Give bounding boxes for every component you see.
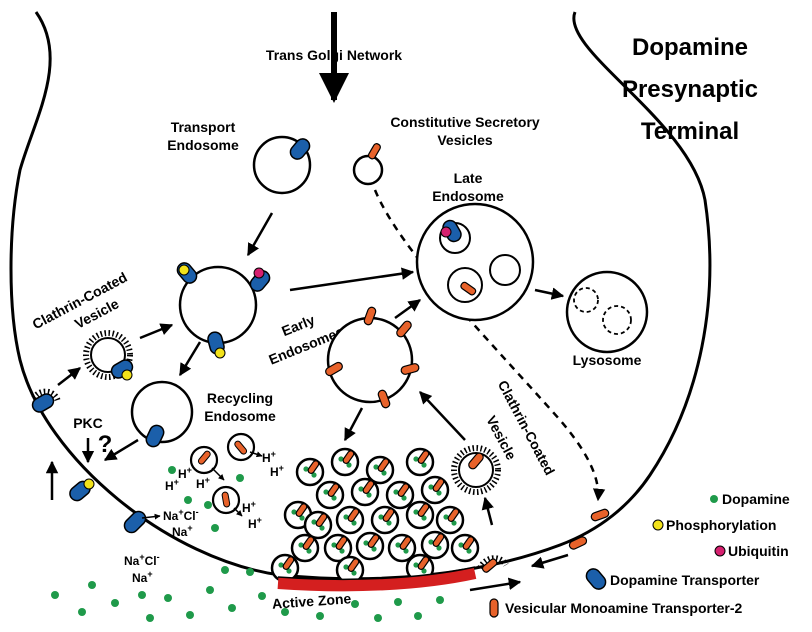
early-to-late-arrow bbox=[289, 267, 415, 292]
recycling-label-1: Recycling bbox=[207, 390, 273, 406]
early-endosome-2 bbox=[325, 306, 420, 409]
legend: Dopamine Phosphorylation Ubiquitin Dopam… bbox=[489, 491, 790, 618]
svg-text:Na+Cl-: Na+Cl- bbox=[163, 507, 199, 523]
membrane-pit-right bbox=[477, 555, 509, 573]
early-to-recycling-arrow bbox=[178, 341, 202, 377]
title-line-3: Terminal bbox=[641, 118, 739, 145]
transport-to-early-arrow bbox=[246, 212, 274, 257]
early2-to-late-arrow bbox=[394, 298, 422, 320]
legend-dat: Dopamine Transporter bbox=[585, 568, 760, 590]
transport-endosome bbox=[252, 135, 312, 195]
svg-text:H+: H+ bbox=[242, 499, 256, 515]
pkc-question-mark: ? bbox=[98, 431, 113, 458]
svg-text:H+: H+ bbox=[178, 465, 192, 481]
constitutive-vesicle bbox=[352, 143, 384, 186]
membrane-vmat-2 bbox=[590, 508, 610, 522]
transport-endosome-label-2: Endosome bbox=[167, 137, 239, 153]
recycling-label-2: Endosome bbox=[204, 408, 276, 424]
early2-to-pool-arrow bbox=[343, 407, 364, 442]
proton-ions: H+ H+ H+ H+ H+ H+ H+ bbox=[165, 449, 284, 531]
membrane-vmat-1 bbox=[568, 536, 588, 550]
late-endosome-label-1: Late bbox=[454, 170, 483, 186]
recycling-endosome bbox=[130, 380, 194, 448]
recycling-to-membrane-arrow bbox=[103, 438, 139, 462]
svg-text:H+: H+ bbox=[196, 475, 210, 491]
constitutive-label-1: Constitutive Secretory bbox=[390, 114, 540, 130]
svg-text:Na+Cl-: Na+Cl- bbox=[124, 552, 160, 568]
legend-dopamine: Dopamine bbox=[710, 491, 790, 507]
extracellular-dopamine bbox=[51, 566, 444, 622]
svg-text:Na+: Na+ bbox=[132, 569, 153, 585]
membrane-pit-left bbox=[31, 388, 61, 413]
legend-phosphorylation: Phosphorylation bbox=[652, 517, 776, 533]
intracellular-dopamine bbox=[168, 466, 244, 532]
membrane-to-ccv-arrow bbox=[57, 367, 81, 386]
late-to-lysosome-arrow bbox=[534, 287, 565, 300]
svg-text:Vesicular Monoamine Transporte: Vesicular Monoamine Transporter-2 bbox=[505, 600, 743, 616]
title-line-1: Dopamine bbox=[632, 34, 748, 61]
active-zone-label: Active Zone bbox=[272, 590, 352, 612]
late-endosome bbox=[415, 202, 535, 322]
tgn-label: Trans Golgi Network bbox=[266, 47, 402, 63]
ccv-right bbox=[451, 445, 501, 495]
membrane-dat-phospho bbox=[69, 478, 95, 502]
constitutive-label-2: Vesicles bbox=[437, 132, 492, 148]
svg-text:H+: H+ bbox=[248, 515, 262, 531]
legend-ubiquitin: Ubiquitin bbox=[714, 543, 789, 559]
ccv-left-to-early-arrow bbox=[139, 323, 174, 340]
ccv-left bbox=[83, 330, 134, 381]
svg-text:H+: H+ bbox=[165, 477, 179, 493]
ccv-right-to-early2-arrow bbox=[419, 391, 466, 441]
lysosome bbox=[565, 270, 649, 354]
pkc-label: PKC bbox=[73, 415, 103, 431]
late-endosome-label-2: Endosome bbox=[432, 188, 504, 204]
lysosome-label: Lysosome bbox=[573, 352, 642, 368]
svg-text:H+: H+ bbox=[262, 449, 276, 465]
early-endosome-1 bbox=[176, 262, 271, 359]
svg-text:Dopamine Transporter: Dopamine Transporter bbox=[610, 572, 760, 588]
svg-text:H+: H+ bbox=[270, 463, 284, 479]
svg-text:Phosphorylation: Phosphorylation bbox=[666, 517, 776, 533]
synaptic-vesicle-pool bbox=[270, 447, 480, 585]
title-line-2: Presynaptic bbox=[622, 76, 758, 103]
transport-endosome-label-1: Transport bbox=[171, 119, 236, 135]
sodium-chloride-ions: Na+Cl- Na+ Na+Cl- Na+ bbox=[124, 507, 199, 585]
legend-vmat2: Vesicular Monoamine Transporter-2 bbox=[489, 598, 743, 618]
membrane-to-ccv-right-arrow bbox=[481, 496, 494, 526]
active-zone-arrow bbox=[469, 577, 522, 592]
membrane-endocytosis-arrow bbox=[530, 553, 569, 569]
svg-text:Na+: Na+ bbox=[172, 523, 193, 539]
membrane-dat-transporting bbox=[123, 510, 147, 534]
constitutive-dashed-path bbox=[373, 189, 606, 502]
active-zone-bar bbox=[277, 567, 477, 592]
ion-vesicles bbox=[189, 432, 263, 517]
svg-text:Dopamine: Dopamine bbox=[722, 491, 790, 507]
svg-text:Ubiquitin: Ubiquitin bbox=[728, 543, 789, 559]
